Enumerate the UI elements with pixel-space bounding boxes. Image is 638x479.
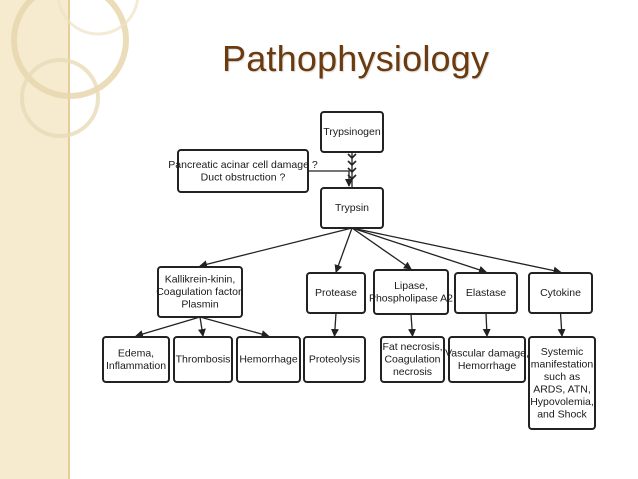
node-box: [177, 149, 309, 193]
node-label-line: Coagulation factor,: [156, 286, 244, 298]
node-label-line: Pancreatic acinar cell damage ?: [168, 159, 318, 171]
node-cause: Pancreatic acinar cell damage ?Duct obst…: [168, 149, 318, 193]
node-box: [303, 336, 366, 383]
node-label-line: Trypsinogen: [323, 126, 381, 138]
node-box: [528, 272, 593, 314]
node-lipase: Lipase,Phospholipase A2: [369, 269, 453, 315]
node-label-line: Lipase,: [394, 280, 428, 292]
node-label-line: Fat necrosis,: [382, 341, 442, 353]
edge-lipase-to-fatnecrosis: [408, 313, 417, 337]
node-label-line: Proteolysis: [309, 354, 360, 366]
node-box: [528, 336, 596, 430]
node-label-line: Cytokine: [540, 287, 581, 299]
edge-elastase-to-vascular: [482, 312, 491, 337]
node-trypsin: Trypsin: [320, 187, 384, 229]
decorative-circles: [11, 0, 140, 138]
node-label-line: Systemic: [541, 346, 584, 358]
node-thrombosis: Thrombosis: [173, 336, 233, 383]
node-label-line: and Shock: [537, 408, 587, 420]
slide-title: Pathophysiology: [222, 38, 490, 79]
edge-cause-to-trypsin: [308, 170, 353, 187]
node-label-line: Trypsin: [335, 202, 369, 214]
node-label-line: Coagulation: [384, 354, 440, 366]
node-label-line: Thrombosis: [176, 354, 231, 366]
node-label-line: ARDS, ATN,: [533, 383, 591, 395]
edge-cytokine-to-systemic: [557, 312, 566, 337]
edge-protease-to-proteolysis: [330, 312, 339, 337]
node-box: [236, 336, 301, 383]
node-proteolysis: Proteolysis: [303, 336, 366, 383]
node-label-line: Plasmin: [181, 299, 219, 311]
node-elastase: Elastase: [454, 272, 518, 314]
edge-trypsin-to-lipase: [351, 227, 412, 270]
node-vascular: Vascular damage,Hemorrhage: [445, 336, 529, 383]
edge-trypsin-to-kallikrein: [199, 227, 353, 269]
sidebar-divider: [68, 0, 70, 479]
node-box: [306, 272, 366, 314]
node-box: [157, 266, 243, 318]
edge-kallikrein-to-thrombosis: [197, 316, 206, 337]
node-label-line: Hypovolemia,: [530, 396, 594, 408]
node-edema: Edema,Inflammation: [102, 336, 170, 383]
node-label-line: Inflammation: [106, 360, 166, 372]
node-box: [320, 111, 384, 153]
edge-trypsin-to-elastase: [351, 227, 487, 274]
edge-kallikrein-to-edema: [135, 316, 201, 338]
node-label-line: Hemorrhage: [239, 354, 298, 366]
node-box: [320, 187, 384, 229]
node-label-line: Edema,: [118, 347, 154, 359]
node-trypsinogen: Trypsinogen: [320, 111, 384, 153]
node-label-line: such as: [544, 371, 580, 383]
edge-trypsin-to-protease: [334, 227, 353, 273]
node-protease: Protease: [306, 272, 366, 314]
node-label-line: Hemorrhage: [458, 360, 517, 372]
node-box: [102, 336, 170, 383]
node-box: [380, 336, 445, 383]
flowchart-edges: [135, 152, 566, 338]
node-box: [373, 269, 449, 315]
node-box: [448, 336, 526, 383]
node-kallikrein: Kallikrein-kinin,Coagulation factor,Plas…: [156, 266, 244, 318]
node-label-line: Vascular damage,: [445, 347, 529, 359]
node-label-line: Elastase: [466, 287, 506, 299]
node-label-line: Duct obstruction ?: [201, 171, 286, 183]
node-label-line: Protease: [315, 287, 357, 299]
node-label-line: Phospholipase A2: [369, 292, 453, 304]
edge-trypsin-to-cytokine: [351, 227, 562, 275]
node-cytokine: Cytokine: [528, 272, 593, 314]
node-hemorrhage: Hemorrhage: [236, 336, 301, 383]
node-box: [454, 272, 518, 314]
edge-kallikrein-to-hemorrhage: [199, 316, 270, 338]
node-box: [173, 336, 233, 383]
node-label-line: manifestation: [531, 358, 594, 370]
node-label-line: Kallikrein-kinin,: [165, 274, 236, 286]
node-label-line: necrosis: [393, 366, 432, 378]
